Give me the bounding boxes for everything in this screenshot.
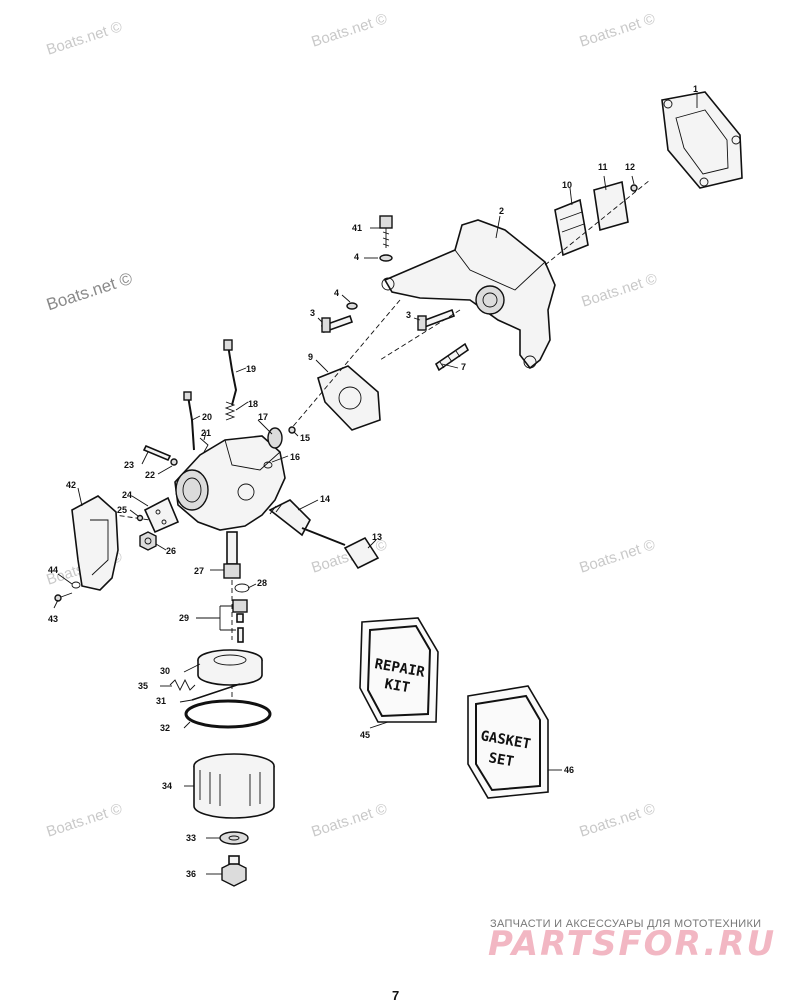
part-14-needle: [268, 499, 346, 546]
part-43-screw: [54, 592, 73, 602]
callout-21: 21: [201, 428, 211, 438]
callout-43: 43: [48, 614, 58, 624]
callout-28: 28: [257, 578, 267, 588]
part-15-screw: [288, 426, 296, 434]
callout-1: 1: [693, 84, 698, 94]
part-31-pin: [191, 683, 241, 701]
callout-16: 16: [290, 452, 300, 462]
callout-23: 23: [124, 460, 134, 470]
page-number: 7: [392, 988, 400, 1003]
assembly-line: [544, 179, 651, 266]
part-13-fitting: [343, 536, 380, 570]
callout-15: 15: [300, 433, 310, 443]
part-44-washer: [71, 581, 81, 589]
callout-14: 14: [320, 494, 330, 504]
part-41-screw: [379, 215, 393, 248]
part-4-washer-upper: [379, 254, 393, 262]
part-22-screw: [170, 458, 178, 466]
part-17-plate: [267, 427, 283, 449]
leader-lines: [53, 94, 698, 875]
callout-20: 20: [202, 412, 212, 422]
logo-subtitle: ЗАПЧАСТИ И АКСЕССУАРЫ ДЛЯ МОТОТЕХНИКИ: [490, 918, 762, 930]
part-2-intake-manifold: [381, 219, 556, 370]
part-21-clip: [199, 437, 209, 453]
callout-45: 45: [360, 730, 370, 740]
part-25-screw: [136, 514, 144, 522]
callout-10: 10: [562, 180, 572, 190]
part-46-gasket-set-box: GASKET SET: [467, 685, 549, 799]
part-29-jet: [232, 599, 248, 643]
callout-19: 19: [246, 364, 256, 374]
callout-46: 46: [564, 765, 574, 775]
part-3-screw-right: [417, 308, 456, 331]
logo-name: PARTSFOR.RU: [488, 924, 777, 964]
callout-35: 35: [138, 681, 148, 691]
callout-7: 7: [461, 362, 466, 372]
part-34-float-bowl: [193, 753, 275, 819]
callout-11: 11: [598, 162, 608, 172]
gasket-set-label-line2: SET: [487, 750, 515, 770]
callout-4: 4: [354, 252, 359, 262]
part-9-gasket: [317, 365, 381, 431]
repair-kit-label-line2: KIT: [383, 676, 411, 696]
callout-3: 3: [310, 308, 315, 318]
part-26-nut: [139, 531, 157, 551]
callout-18: 18: [248, 399, 258, 409]
part-19-wire: [223, 339, 238, 406]
callout-3: 3: [406, 310, 411, 320]
callout-22: 22: [145, 470, 155, 480]
part-36-drain-screw: [221, 855, 247, 887]
callout-36: 36: [186, 869, 196, 879]
part-20-rod: [183, 391, 195, 451]
callout-34: 34: [162, 781, 172, 791]
part-18-spring: [224, 401, 236, 421]
part-27-tube: [223, 531, 241, 579]
part-4-washer-lower: [346, 302, 358, 310]
part-23-screw: [142, 444, 172, 462]
callout-44: 44: [48, 565, 58, 575]
callout-4: 4: [334, 288, 339, 298]
part-1-gasket: [661, 91, 743, 189]
part-24-plate: [143, 496, 180, 534]
callout-26: 26: [166, 546, 176, 556]
part-10-reed-plate: [554, 198, 589, 257]
part-16-washer: [263, 461, 273, 469]
callout-9: 9: [308, 352, 313, 362]
part-45-repair-kit-box: REPAIR KIT: [359, 617, 439, 723]
callout-25: 25: [117, 505, 127, 515]
callout-24: 24: [122, 490, 132, 500]
callout-42: 42: [66, 480, 76, 490]
callout-32: 32: [160, 723, 170, 733]
part-30-float: [197, 649, 263, 686]
part-32-o-ring: [184, 699, 272, 729]
callout-41: 41: [352, 223, 362, 233]
part-11-bracket: [593, 180, 629, 232]
callout-31: 31: [156, 696, 166, 706]
callout-30: 30: [160, 666, 170, 676]
part-42-bracket: [71, 495, 119, 591]
part-33-gasket-washer: [219, 831, 249, 845]
callout-12: 12: [625, 162, 635, 172]
callout-13: 13: [372, 532, 382, 542]
part-7-stud: [434, 342, 470, 372]
callout-27: 27: [194, 566, 204, 576]
callout-33: 33: [186, 833, 196, 843]
part-35-spring: [169, 678, 196, 692]
callout-29: 29: [179, 613, 189, 623]
part-12-screw: [630, 184, 638, 192]
part-carburetor-body: [174, 435, 286, 531]
assembly-line: [289, 299, 401, 431]
callout-2: 2: [499, 206, 504, 216]
part-28-washer: [234, 583, 250, 593]
callout-17: 17: [258, 412, 268, 422]
part-3-screw-left: [320, 314, 354, 334]
